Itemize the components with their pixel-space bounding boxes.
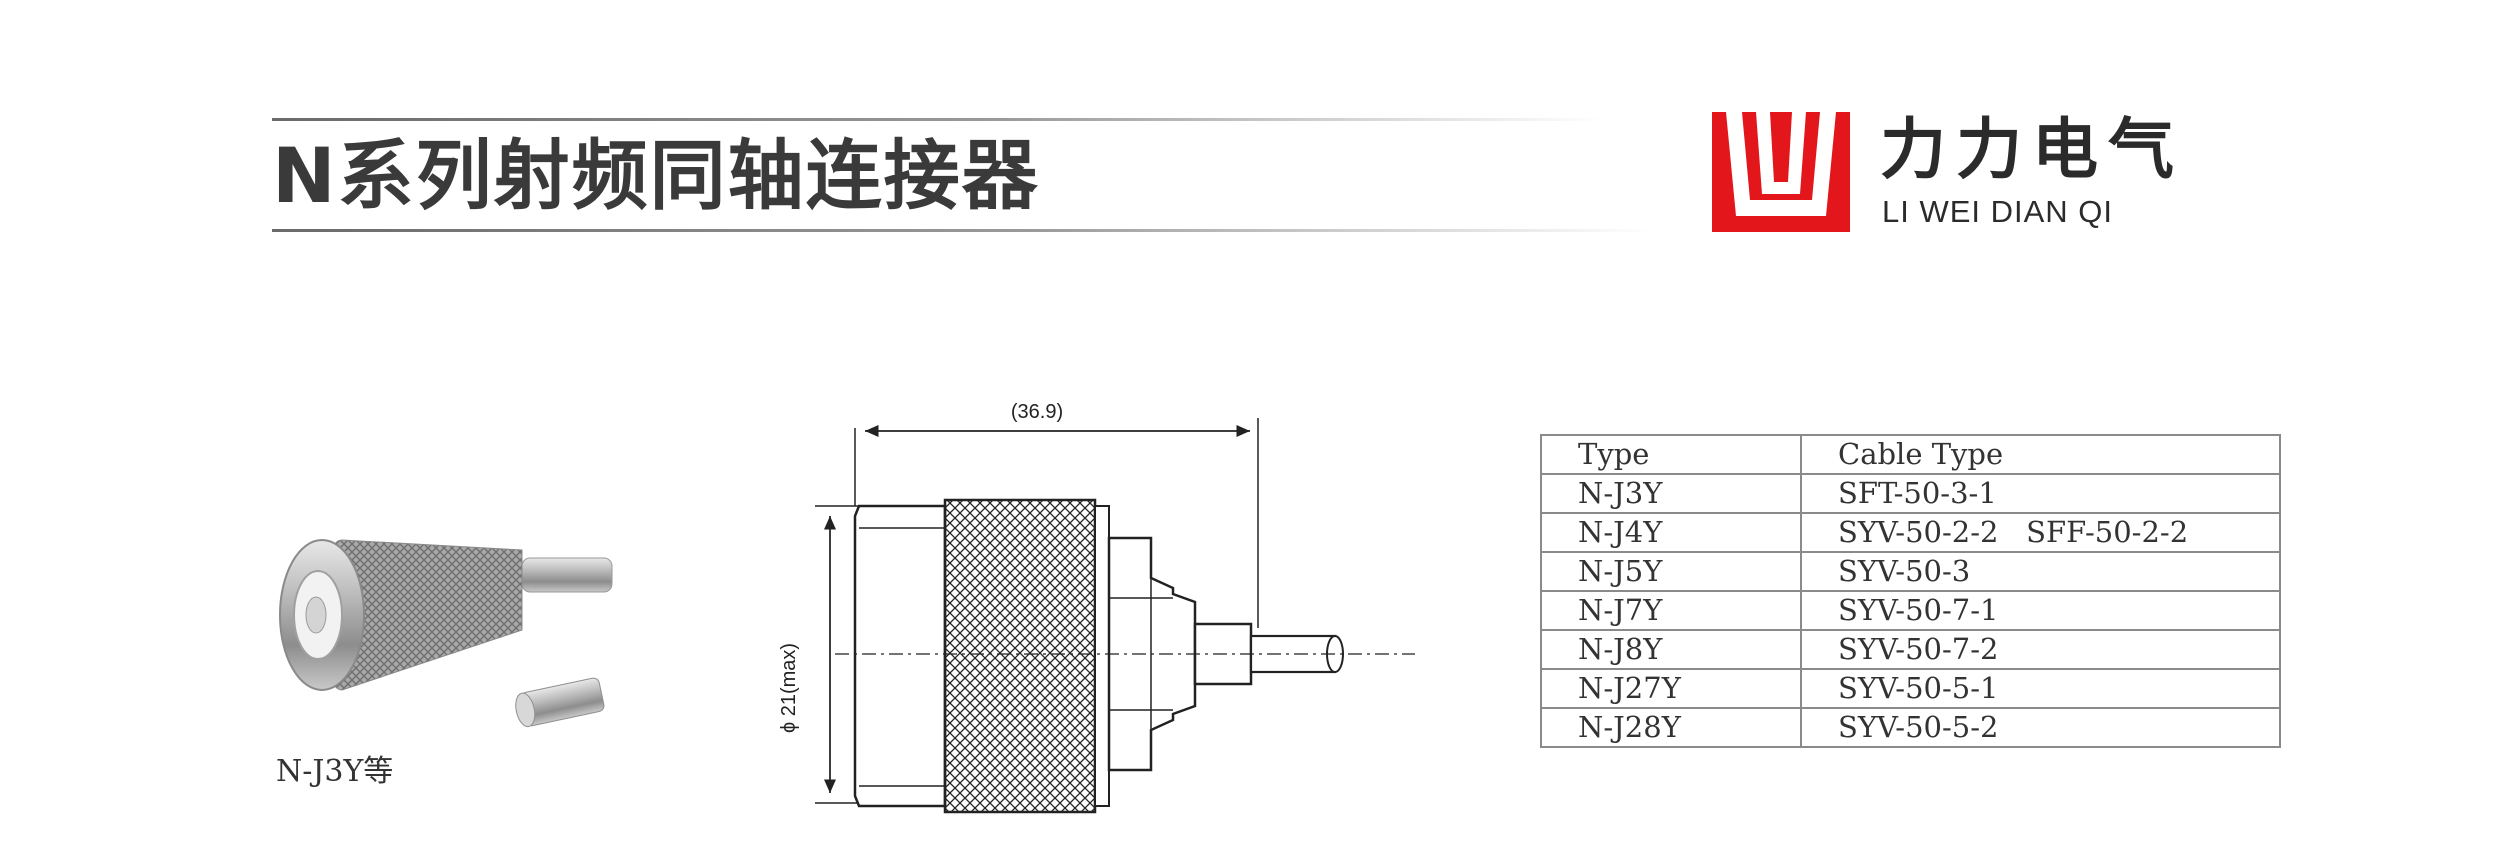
type-cell: N-J5Y xyxy=(1540,551,1802,592)
cable-type-cell: SYV-50-2-2 SFF-50-2-2 xyxy=(1800,512,2281,553)
cable-type-cell: SYV-50-5-1 xyxy=(1800,668,2281,709)
table-row: N-J3Y SFT-50-3-1 xyxy=(1540,473,2281,514)
type-cell: N-J4Y xyxy=(1540,512,1802,553)
cable-type-cell: SYV-50-3 xyxy=(1800,551,2281,592)
title-top-rule xyxy=(272,118,1602,121)
table-row: N-J7Y SYV-50-7-1 xyxy=(1540,590,2281,631)
type-cell: N-J28Y xyxy=(1540,707,1802,748)
type-cell: N-J8Y xyxy=(1540,629,1802,670)
column-header-cable-type: Cable Type xyxy=(1800,434,2281,475)
table-row: N-J27Y SYV-50-5-1 xyxy=(1540,668,2281,709)
page-title: N系列射频同轴连接器 xyxy=(272,131,1040,220)
table-header-row: Type Cable Type xyxy=(1540,434,2281,475)
brand-name-chinese: 力力电气 xyxy=(1880,111,2184,188)
cable-type-cell: SYV-50-7-2 xyxy=(1800,629,2281,670)
dimension-drawing: (36.9) ϕ 21(max) xyxy=(778,401,1415,814)
type-cell: N-J3Y xyxy=(1540,473,1802,514)
cable-spec-table: Type Cable Type N-J3Y SFT-50-3-1 N-J4Y S… xyxy=(1540,434,2281,748)
connector-photo xyxy=(279,539,613,728)
cable-type-cell: SYV-50-7-1 xyxy=(1800,590,2281,631)
cable-type-cell: SYV-50-5-2 xyxy=(1800,707,2281,748)
diameter-dimension-label: ϕ 21(max) xyxy=(778,643,800,733)
column-header-type: Type xyxy=(1540,434,1802,475)
table-row: N-J4Y SYV-50-2-2 SFF-50-2-2 xyxy=(1540,512,2281,553)
page-header: N系列射频同轴连接器 力力电气 LI WEI DIAN QI xyxy=(0,0,2515,260)
brand-logo-icon xyxy=(1712,112,1850,232)
title-bottom-rule xyxy=(272,229,1652,232)
table-row: N-J28Y SYV-50-5-2 xyxy=(1540,707,2281,748)
table-row: N-J8Y SYV-50-7-2 xyxy=(1540,629,2281,670)
type-cell: N-J27Y xyxy=(1540,668,1802,709)
product-caption: N-J3Y等 xyxy=(276,754,394,789)
type-cell: N-J7Y xyxy=(1540,590,1802,631)
length-dimension-label: (36.9) xyxy=(1011,401,1063,423)
cable-type-cell: SFT-50-3-1 xyxy=(1800,473,2281,514)
brand-name-pinyin: LI WEI DIAN QI xyxy=(1882,194,2114,229)
table-row: N-J5Y SYV-50-3 xyxy=(1540,551,2281,592)
